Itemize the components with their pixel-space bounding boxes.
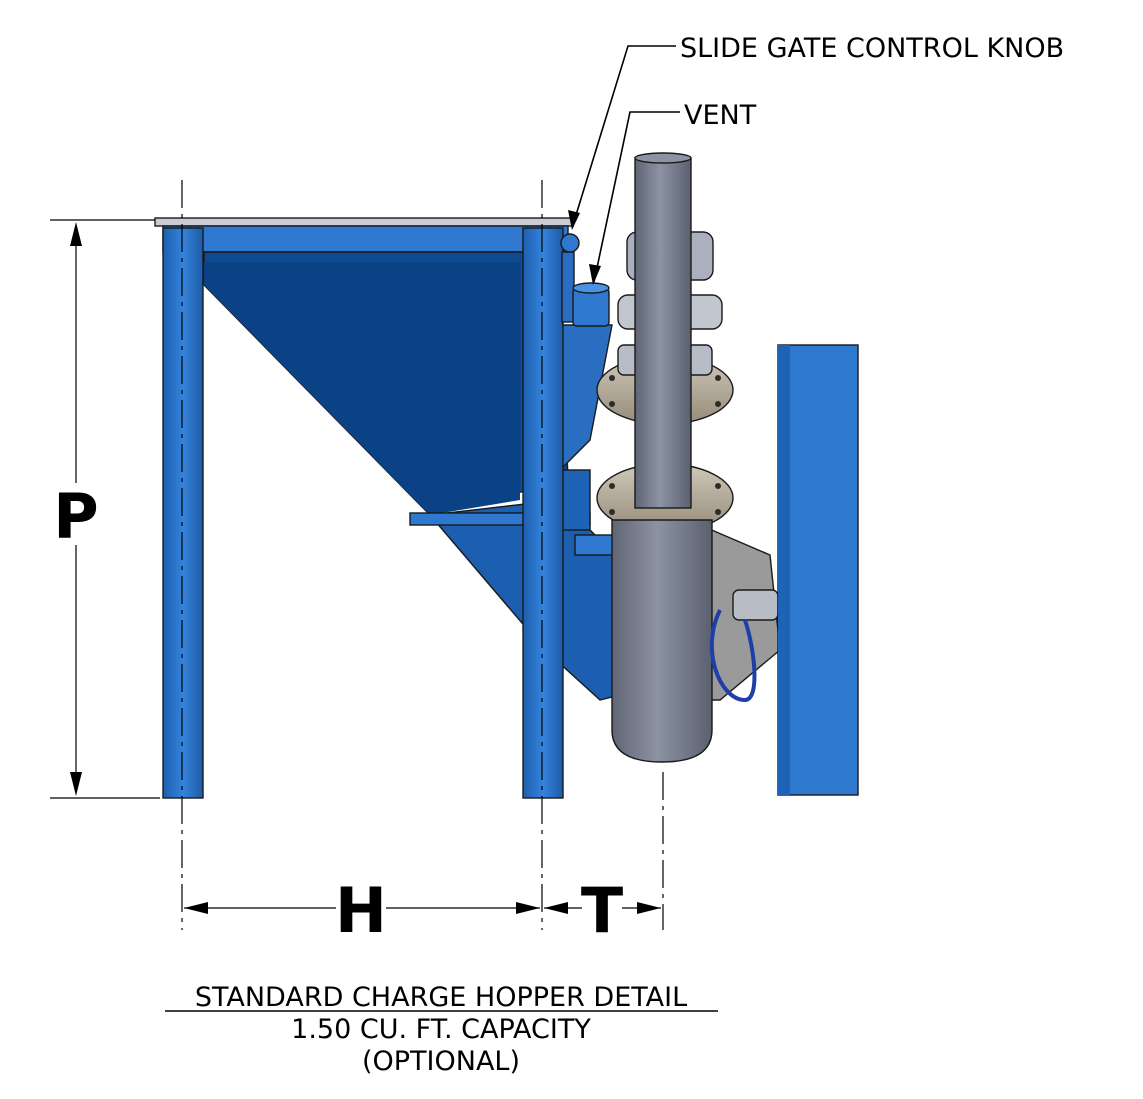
right-leg — [522, 227, 564, 799]
side-fitting — [732, 589, 779, 621]
side-bracket-lower — [559, 469, 591, 531]
dimension-t: T — [544, 874, 661, 947]
vertical-pipe — [634, 157, 692, 509]
callout-vent: VENT — [589, 100, 757, 285]
knob-stem — [561, 251, 575, 323]
blue-hose — [709, 609, 757, 703]
hopper-rim — [162, 225, 569, 253]
title-line-2: 1.50 CU. FT. CAPACITY — [291, 1014, 591, 1045]
hopper-lid — [154, 217, 574, 227]
callout-vent-text: VENT — [684, 100, 757, 131]
arrowhead-icon — [184, 902, 208, 914]
dimension-h-label: H — [335, 874, 387, 947]
slide-gate-control-knob — [560, 233, 580, 253]
extension-lines — [50, 219, 160, 799]
hopper-inner-wall — [204, 262, 520, 515]
dimension-p-label: P — [53, 480, 98, 553]
title-line-3: (OPTIONAL) — [362, 1046, 520, 1077]
vent-cap — [572, 282, 610, 294]
hopper-assembly — [154, 217, 641, 799]
arrowhead-icon — [70, 222, 82, 246]
callout-slide-gate-text: SLIDE GATE CONTROL KNOB — [680, 33, 1064, 64]
dimension-h: H — [184, 874, 540, 947]
mounting-panel — [777, 344, 859, 796]
callout-slide-gate: SLIDE GATE CONTROL KNOB — [568, 33, 1064, 230]
side-bracket-foot — [574, 534, 616, 556]
arrowhead-icon — [516, 902, 540, 914]
arrowhead-icon — [568, 210, 580, 230]
left-leg — [162, 227, 204, 799]
pipe-top — [634, 152, 692, 164]
flange-bolts — [609, 375, 721, 515]
title-line-1: STANDARD CHARGE HOPPER DETAIL — [195, 982, 687, 1013]
arrowhead-icon — [637, 902, 661, 914]
center-lines — [181, 180, 664, 930]
arrowhead-icon — [589, 264, 601, 285]
lower-barrel — [611, 519, 713, 763]
arrowhead-icon — [544, 902, 568, 914]
valve-assembly — [596, 152, 781, 763]
vent — [572, 287, 610, 327]
arrowhead-icon — [70, 772, 82, 796]
dimension-t-label: T — [581, 874, 623, 947]
drawing-title: STANDARD CHARGE HOPPER DETAIL 1.50 CU. F… — [165, 982, 718, 1077]
dimension-p: P — [53, 222, 99, 796]
